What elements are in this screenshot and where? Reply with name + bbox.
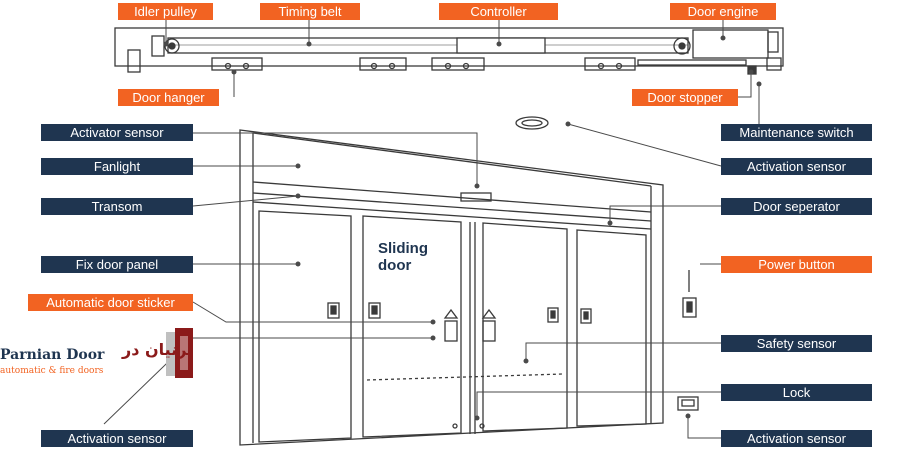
door-stopper-label: Door stopper <box>632 89 738 106</box>
hanger-3 <box>431 57 485 71</box>
activator-sensor-label: Activator sensor <box>41 124 193 141</box>
activation-sensor-bottom-left-label: Activation sensor <box>41 430 193 447</box>
sliding-door-line-2: door <box>378 257 412 274</box>
transom-label: Transom <box>41 198 193 215</box>
timing-belt-label: Timing belt <box>260 3 360 20</box>
hanger-4 <box>584 57 636 71</box>
activation-sensor-bottom-right-label: Activation sensor <box>721 430 872 447</box>
door-frame <box>239 129 664 446</box>
controller-label: Controller <box>439 3 558 20</box>
sliding-door-line-1: Sliding <box>378 240 428 257</box>
activation-sensor-ceiling <box>515 116 549 130</box>
maintenance-switch-label: Maintenance switch <box>721 124 872 141</box>
power-button-box <box>682 297 697 318</box>
hanger-2 <box>359 57 407 71</box>
power-button-label: Power button <box>721 256 872 273</box>
fanlight-label: Fanlight <box>41 158 193 175</box>
idler-pulley-label: Idler pulley <box>118 3 213 20</box>
fix-door-panel-label: Fix door panel <box>41 256 193 273</box>
sliding-leaf-left <box>362 215 462 438</box>
automatic-door-sticker-label: Automatic door sticker <box>28 294 193 311</box>
logo-name: Parnian Door <box>0 347 105 363</box>
door-engine-label: Door engine <box>670 3 776 20</box>
door-seperator-label: Door seperator <box>721 198 872 215</box>
sliding-leaf-right <box>482 222 568 432</box>
safety-sensor-label: Safety sensor <box>721 335 872 352</box>
logo-mark <box>166 328 193 378</box>
hanger-1 <box>211 57 263 71</box>
logo-name-fa: پرنیان در <box>122 340 194 359</box>
lock-label: Lock <box>721 384 872 401</box>
fix-door-panel-right <box>576 229 647 427</box>
activation-sensor-floor <box>677 396 699 411</box>
transom-line <box>252 181 652 213</box>
door-engine-box <box>692 29 769 59</box>
leader-lines <box>103 19 760 439</box>
fix-door-panel-left <box>258 210 352 443</box>
activation-sensor-top-label: Activation sensor <box>721 158 872 175</box>
door-hanger-label: Door hanger <box>118 89 219 106</box>
timing-belt-band <box>167 37 689 54</box>
logo-tagline: automatic & fire doors <box>0 366 104 376</box>
operator-housing <box>114 27 784 67</box>
sliding-door-title: Sliding door <box>378 240 428 274</box>
activator-sensor-box <box>460 192 492 202</box>
